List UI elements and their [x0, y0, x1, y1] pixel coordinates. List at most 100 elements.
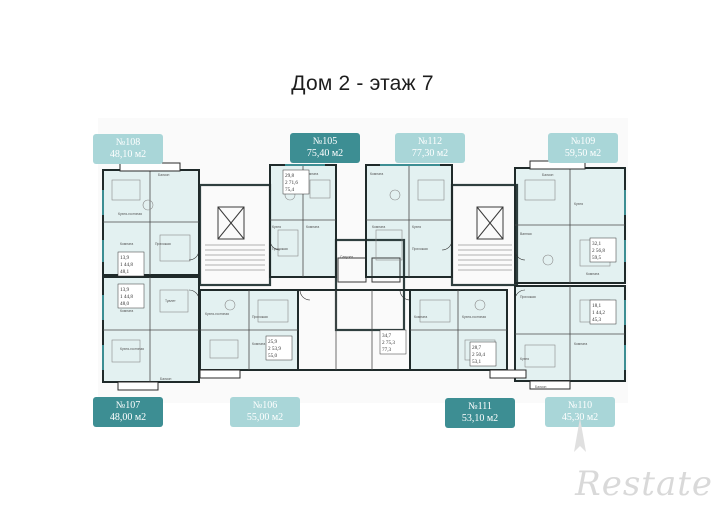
- windows: [102, 164, 626, 370]
- doors: [188, 239, 526, 301]
- svg-text:1 44,8: 1 44,8: [120, 262, 133, 268]
- area-plate: 28,7 2 50,4 53,1: [469, 341, 497, 367]
- room-label: Прихожая: [272, 247, 288, 251]
- svg-text:2 71,6: 2 71,6: [285, 180, 298, 186]
- room-label: Комната: [574, 342, 587, 346]
- apartment-number: №106: [252, 400, 278, 411]
- svg-text:45,3: 45,3: [592, 317, 601, 323]
- svg-text:28,7: 28,7: [472, 345, 481, 351]
- svg-text:18,1: 18,1: [592, 303, 601, 309]
- page-title: Дом 2 - этаж 7: [291, 72, 434, 95]
- apartment-label-112[interactable]: №112 77,30 м2: [395, 133, 465, 163]
- apartment-label-109[interactable]: №109 59,50 м2: [548, 133, 618, 163]
- apartment-area: 48,00 м2: [109, 412, 147, 423]
- apartment-number: №107: [115, 400, 141, 411]
- room-label: Кухня-гостиная: [118, 212, 142, 216]
- room-label: Комната: [370, 172, 383, 176]
- room-labels: Балкон Кухня-гостиная Комната Прихожая Т…: [118, 172, 599, 389]
- apartment-number: №111: [468, 401, 492, 412]
- brand-watermark: Restate: [574, 418, 713, 504]
- room-label: Прихожая: [520, 295, 536, 299]
- apartment-area: 77,30 м2: [411, 148, 449, 159]
- svg-text:48,0: 48,0: [120, 301, 129, 307]
- balconies: [117, 160, 586, 391]
- room-label: Балкон: [535, 385, 546, 389]
- room-label: Кухня-гостиная: [462, 315, 486, 319]
- apartment-label-107[interactable]: №107 48,00 м2: [93, 397, 163, 427]
- area-plate: 34,7 2 75,3 77,3: [379, 329, 407, 355]
- svg-text:13,9: 13,9: [120, 287, 129, 293]
- brand-logo-icon: [574, 418, 587, 452]
- room-label: Комната: [305, 172, 318, 176]
- apartment-number: №110: [567, 400, 593, 411]
- apartment-area: 53,10 м2: [461, 413, 499, 424]
- svg-text:75,4: 75,4: [285, 187, 294, 193]
- apartment-number: №109: [570, 136, 596, 147]
- svg-text:55,0: 55,0: [268, 353, 277, 359]
- room-label: Прихожая: [155, 242, 171, 246]
- apartment-label-110[interactable]: №110 45,30 м2: [545, 397, 615, 427]
- area-plate: 32,1 2 56,8 59,5: [589, 237, 617, 263]
- room-label: Прихожая: [252, 315, 268, 319]
- room-label: Кухня: [272, 225, 281, 229]
- room-label: Санузел: [340, 255, 353, 259]
- svg-text:53,1: 53,1: [472, 359, 481, 365]
- svg-text:2 56,8: 2 56,8: [592, 248, 605, 254]
- svg-text:48,1: 48,1: [120, 269, 129, 275]
- area-plate: 25,9 2 53,9 55,0: [265, 335, 293, 361]
- apartment-area: 75,40 м2: [306, 148, 344, 159]
- svg-text:1 44,2: 1 44,2: [592, 310, 605, 316]
- room-label: Комната: [372, 225, 385, 229]
- apartment-number: №105: [312, 136, 338, 147]
- room-label: Кухня: [412, 225, 421, 229]
- apartment-label-108[interactable]: №108 48,10 м2: [93, 134, 163, 164]
- area-plate: 13,9 1 44,8 48,1: [117, 251, 145, 277]
- svg-text:25,9: 25,9: [268, 339, 277, 345]
- apartment-area: 48,10 м2: [109, 149, 147, 160]
- svg-text:2 50,4: 2 50,4: [472, 352, 485, 358]
- lifts: [217, 206, 504, 283]
- room-label: Балкон: [160, 377, 171, 381]
- room-label: Комната: [252, 342, 265, 346]
- svg-text:1 44,8: 1 44,8: [120, 294, 133, 300]
- room-label: Кухня: [520, 357, 529, 361]
- area-plate: 13,9 1 44,8 48,0: [117, 283, 145, 309]
- svg-text:29,8: 29,8: [285, 173, 294, 179]
- room-label: Балкон: [542, 173, 553, 177]
- room-label: Прихожая: [412, 247, 428, 251]
- svg-text:34,7: 34,7: [382, 333, 391, 339]
- room-label: Кухня-гостиная: [120, 347, 144, 351]
- brand-name: Restate: [575, 464, 713, 504]
- svg-text:13,9: 13,9: [120, 255, 129, 261]
- apartment-area: 59,50 м2: [564, 148, 602, 159]
- stairs: [205, 244, 512, 271]
- room-label: Кухня-гостиная: [205, 312, 229, 316]
- apartment-label-106[interactable]: №106 55,00 м2: [230, 397, 300, 427]
- room-label: Туалет: [165, 299, 176, 303]
- apartment-number: №112: [417, 136, 443, 147]
- svg-text:77,3: 77,3: [382, 347, 391, 353]
- partitions: [103, 165, 625, 382]
- svg-text:2 75,3: 2 75,3: [382, 340, 395, 346]
- apartment-label-105[interactable]: №105 75,40 м2: [290, 133, 360, 163]
- room-label: Балкон: [158, 173, 169, 177]
- apartment-label-111[interactable]: №111 53,10 м2: [445, 398, 515, 428]
- furniture: [111, 179, 611, 368]
- room-label: Ванная: [520, 232, 532, 236]
- room-label: Комната: [306, 225, 319, 229]
- room-label: Комната: [414, 315, 427, 319]
- apartment-area: 45,30 м2: [561, 412, 599, 423]
- room-label: Комната: [586, 272, 599, 276]
- room-label: Кухня: [574, 202, 583, 206]
- svg-text:32,1: 32,1: [592, 241, 601, 247]
- area-plates: 13,9 1 44,8 48,1 13,9 1 44,8 48,0 29,8 2…: [117, 169, 617, 367]
- area-plate: 18,1 1 44,2 45,3: [589, 299, 617, 325]
- apartment-area: 55,00 м2: [246, 412, 284, 423]
- svg-text:59,5: 59,5: [592, 255, 601, 261]
- apartment-number: №108: [115, 137, 141, 148]
- area-plate: 29,8 2 71,6 75,4: [282, 169, 310, 195]
- svg-text:2 53,9: 2 53,9: [268, 346, 281, 352]
- room-label: Комната: [120, 242, 133, 246]
- room-label: Комната: [120, 309, 133, 313]
